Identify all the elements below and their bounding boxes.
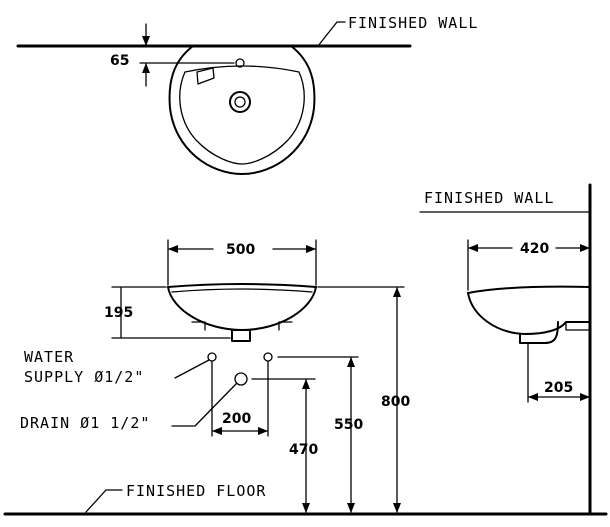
- front-basin-body: [167, 286, 317, 331]
- front-height-dim: 195: [104, 305, 133, 321]
- top-wall-leader: [317, 21, 346, 47]
- front-basin-rim-inner: [171, 288, 313, 293]
- top-basin-bowl: [179, 65, 305, 165]
- side-trap-dim: 205: [544, 380, 573, 396]
- side-basin-top: [467, 285, 590, 294]
- side-depth-dim: 420: [520, 241, 549, 257]
- front-bracket-right: [278, 321, 293, 331]
- top-drain-outer: [229, 91, 251, 113]
- front-view: 500 195 WATER SUPPLY Ø1/2" DRAIN Ø1 1/2"…: [3, 239, 608, 516]
- floor-label: FINISHED FLOOR: [126, 482, 266, 500]
- supply-left-circle: [207, 352, 217, 362]
- water-supply-label-1: WATER: [24, 348, 74, 366]
- supply-right-circle: [263, 352, 273, 362]
- side-basin-body: [467, 292, 590, 335]
- top-offset-dim: 65: [110, 53, 129, 69]
- top-wall-label: FINISHED WALL: [348, 14, 478, 32]
- floor-leader: [85, 489, 123, 513]
- drain-leader: [171, 383, 237, 427]
- side-bracket: [565, 321, 590, 331]
- front-basin-rim: [167, 283, 317, 288]
- side-wall-label: FINISHED WALL: [424, 189, 554, 207]
- top-basin-outline: [168, 45, 316, 175]
- water-supply-label-2: SUPPLY Ø1/2": [24, 368, 144, 386]
- side-trap: [519, 321, 559, 344]
- top-drain-inner: [234, 96, 246, 108]
- drain-label: DRAIN Ø1 1/2": [20, 414, 150, 432]
- top-overflow: [196, 67, 215, 85]
- rim-height-dim: 800: [381, 394, 410, 410]
- front-width-dim: 500: [226, 242, 255, 258]
- drain-height-dim: 470: [289, 442, 318, 458]
- supply-leader: [174, 359, 210, 379]
- supply-height-dim: 550: [334, 417, 363, 433]
- drain-circle: [234, 372, 248, 386]
- top-tap-hole: [235, 58, 245, 68]
- side-view: FINISHED WALL 420 205: [419, 183, 592, 514]
- front-bracket-left: [191, 321, 206, 331]
- top-view: FINISHED WALL 65: [16, 14, 478, 175]
- supply-spacing-dim: 200: [222, 411, 251, 427]
- front-drain-tail: [231, 329, 251, 342]
